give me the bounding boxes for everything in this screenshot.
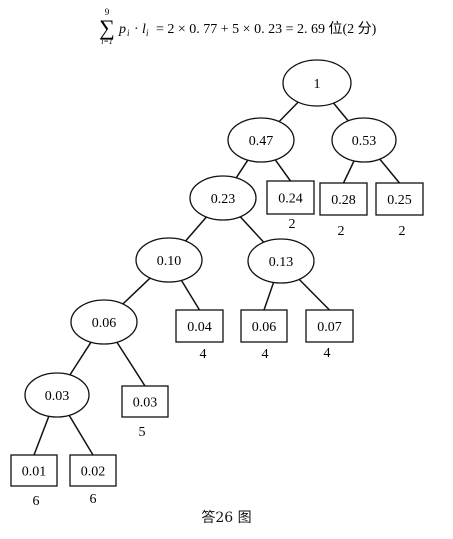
tree-edge-n013-n006b xyxy=(263,282,275,311)
internal-node-n013: 0.13 xyxy=(247,238,315,284)
tree-edge-n006a-n003a xyxy=(69,341,92,376)
node-shape-n006b xyxy=(240,309,288,343)
node-label-n010: 0.10 xyxy=(157,254,182,269)
internal-node-n053: 0.53 xyxy=(331,117,397,163)
node-label-n025: 0.25 xyxy=(387,193,412,208)
sum-upper-limit: 9 xyxy=(105,7,110,17)
tree-edge-n023-n013 xyxy=(239,216,265,243)
internal-node-n023: 0.23 xyxy=(189,175,257,221)
tree-edge-n006a-n003b xyxy=(116,341,146,387)
leaf-node-n001: 0.01 xyxy=(10,454,58,487)
code-length-n004: 4 xyxy=(200,347,207,362)
code-length-n024: 2 xyxy=(289,217,296,232)
node-label-n001: 0.01 xyxy=(22,465,47,480)
code-length-n001: 6 xyxy=(33,494,40,509)
tree-edge-n047-n024 xyxy=(274,159,292,182)
node-shape-n047 xyxy=(227,117,295,163)
tree-edge-n047-n023 xyxy=(235,159,249,179)
leaf-node-n028: 0.28 xyxy=(319,182,368,216)
node-shape-n001 xyxy=(10,454,58,487)
node-label-n007: 0.07 xyxy=(317,320,342,335)
node-label-n006a: 0.06 xyxy=(92,316,117,331)
node-label-n003a: 0.03 xyxy=(45,389,70,404)
tree-edge-n1-n047 xyxy=(278,101,299,123)
leaf-node-n004: 0.04 xyxy=(175,309,224,343)
sum-sigma: ∑ xyxy=(99,15,115,40)
leaf-node-n006b: 0.06 xyxy=(240,309,288,343)
node-shape-n003b xyxy=(121,385,169,418)
leaf-node-n024: 0.24 xyxy=(266,180,315,215)
tree-edge-n1-n053 xyxy=(332,102,349,122)
length-term: l xyxy=(142,22,146,37)
internal-node-n003a: 0.03 xyxy=(24,372,90,418)
tree-edge-n023-n010 xyxy=(185,216,207,242)
internal-node-n1: 1 xyxy=(282,59,352,107)
internal-node-n047: 0.47 xyxy=(227,117,295,163)
internal-node-n006a: 0.06 xyxy=(70,299,138,345)
node-shape-n024 xyxy=(266,180,315,215)
probability-subscript: i xyxy=(127,28,130,38)
node-shape-n004 xyxy=(175,309,224,343)
node-shape-n025 xyxy=(375,182,424,216)
node-label-n004: 0.04 xyxy=(187,320,212,335)
tree-edge-n053-n025 xyxy=(379,158,401,184)
tree-edges xyxy=(33,101,401,456)
tree-edge-n010-n006a xyxy=(122,277,151,305)
code-length-n006b: 4 xyxy=(262,347,269,362)
leaf-node-n007: 0.07 xyxy=(305,309,354,343)
node-label-n013: 0.13 xyxy=(269,255,294,270)
tree-edge-n003a-n001 xyxy=(33,416,50,456)
node-shape-n053 xyxy=(331,117,397,163)
code-length-n003b: 5 xyxy=(139,425,146,440)
code-length-n028: 2 xyxy=(338,224,345,239)
length-subscript: i xyxy=(146,28,149,38)
code-length-n025: 2 xyxy=(399,224,406,239)
tree-edge-n013-n007 xyxy=(298,278,331,311)
node-shape-n013 xyxy=(247,238,315,284)
node-shape-n006a xyxy=(70,299,138,345)
node-label-n1: 1 xyxy=(314,77,321,92)
tree-nodes: 1 0.47 0.53 0.23 0.24 0.28 0.25 0.10 0.13 0.06 0.0… xyxy=(10,59,424,487)
node-label-n024: 0.24 xyxy=(278,192,303,207)
node-label-n028: 0.28 xyxy=(331,193,356,208)
node-label-n047: 0.47 xyxy=(249,134,274,149)
node-shape-n007 xyxy=(305,309,354,343)
multiply-dot: · xyxy=(134,22,139,37)
node-shape-n1 xyxy=(282,59,352,107)
leaf-node-n025: 0.25 xyxy=(375,182,424,216)
node-shape-n002 xyxy=(69,454,117,487)
node-label-n006b: 0.06 xyxy=(252,320,277,335)
internal-node-n010: 0.10 xyxy=(135,237,203,283)
code-length-n002: 6 xyxy=(90,492,97,507)
tree-edge-n053-n028 xyxy=(342,160,355,184)
code-length-n007: 4 xyxy=(324,346,331,361)
node-label-n053: 0.53 xyxy=(352,134,377,149)
tree-edge-n003a-n002 xyxy=(68,414,94,456)
probability-term: p xyxy=(118,22,126,37)
leaf-node-n003b: 0.03 xyxy=(121,385,169,418)
node-shape-n003a xyxy=(24,372,90,418)
node-label-n003b: 0.03 xyxy=(133,396,158,411)
leaf-node-n002: 0.02 xyxy=(69,454,117,487)
average-code-length-formula: 9 ∑ i=1 p i · l i = 2 × 0. 77 + 5 × 0. 2… xyxy=(99,7,377,46)
node-label-n002: 0.02 xyxy=(81,465,106,480)
sum-lower-limit: i=1 xyxy=(101,37,113,46)
node-shape-n010 xyxy=(135,237,203,283)
node-shape-n023 xyxy=(189,175,257,221)
node-label-n023: 0.23 xyxy=(211,192,236,207)
code-length-labels: 2 2 2 4 4 4 5 6 6 xyxy=(33,217,406,509)
node-shape-n028 xyxy=(319,182,368,216)
formula-rhs: = 2 × 0. 77 + 5 × 0. 23 = 2. 69 位(2 分) xyxy=(156,21,377,37)
tree-edge-n010-n004 xyxy=(180,279,201,311)
figure-caption: 答26 图 xyxy=(201,510,252,526)
